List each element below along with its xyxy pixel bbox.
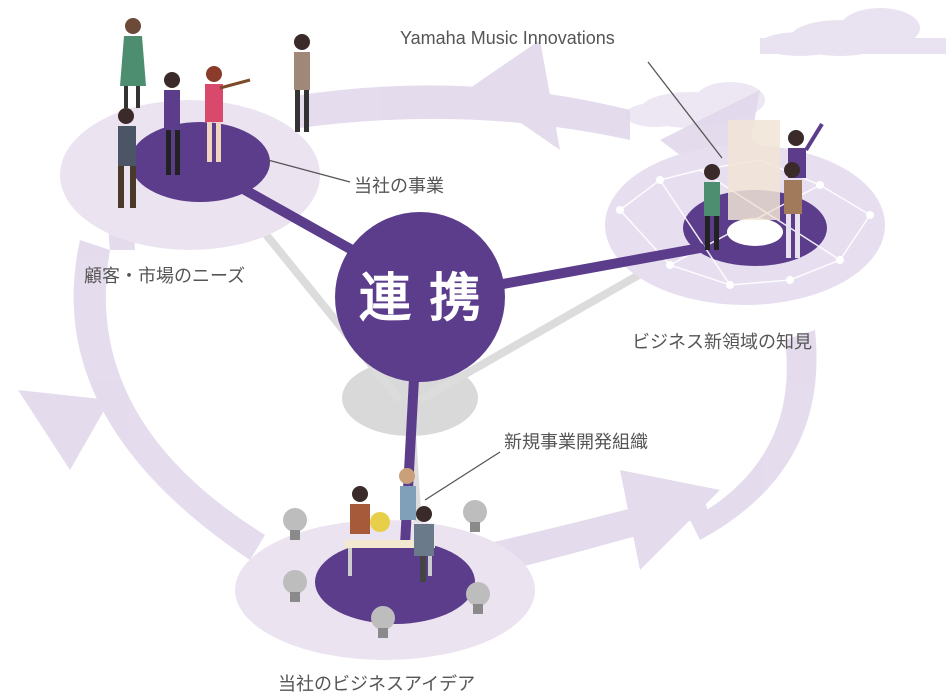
center-label: 連 携 <box>359 269 481 329</box>
person-icon <box>784 162 802 258</box>
person-icon <box>205 66 251 162</box>
label-customer-needs: 顧客・市場のニーズ <box>84 266 245 287</box>
lightbulb-icon <box>463 500 487 532</box>
lightbulb-icons <box>283 500 490 638</box>
lightbulb-icon <box>371 606 395 638</box>
cloud-icon <box>760 8 946 56</box>
label-own-business: 当社の事業 <box>354 176 444 197</box>
person-icon <box>788 122 824 178</box>
person-icon <box>399 468 416 520</box>
person-icon <box>120 18 146 108</box>
person-icon <box>118 108 136 208</box>
people-new-domain <box>704 122 824 258</box>
people-customers <box>118 18 310 208</box>
lightbulb-icon <box>466 582 490 614</box>
people-meeting <box>345 468 435 582</box>
label-pointers <box>267 61 723 501</box>
label-new-business-knowledge: ビジネス新領域の知見 <box>632 332 812 353</box>
label-yamaha-music-innovations: Yamaha Music Innovations <box>400 28 615 48</box>
center-hub <box>335 212 505 382</box>
node-customer-market <box>60 100 320 250</box>
node-new-business-domain <box>605 120 885 305</box>
cycle-arrows <box>18 40 818 580</box>
person-icon <box>164 72 180 175</box>
person-icon <box>294 34 310 132</box>
person-icon <box>704 164 720 250</box>
person-icon <box>414 506 434 582</box>
node-business-ideas <box>235 520 535 660</box>
person-icon <box>350 486 370 534</box>
label-own-business-ideas: 当社のビジネスアイデア <box>278 674 475 695</box>
lightbulb-icon <box>370 512 390 532</box>
lightbulb-icon <box>283 570 307 602</box>
lightbulb-icon <box>283 508 307 540</box>
label-new-business-dev-org: 新規事業開発組織 <box>504 432 648 453</box>
